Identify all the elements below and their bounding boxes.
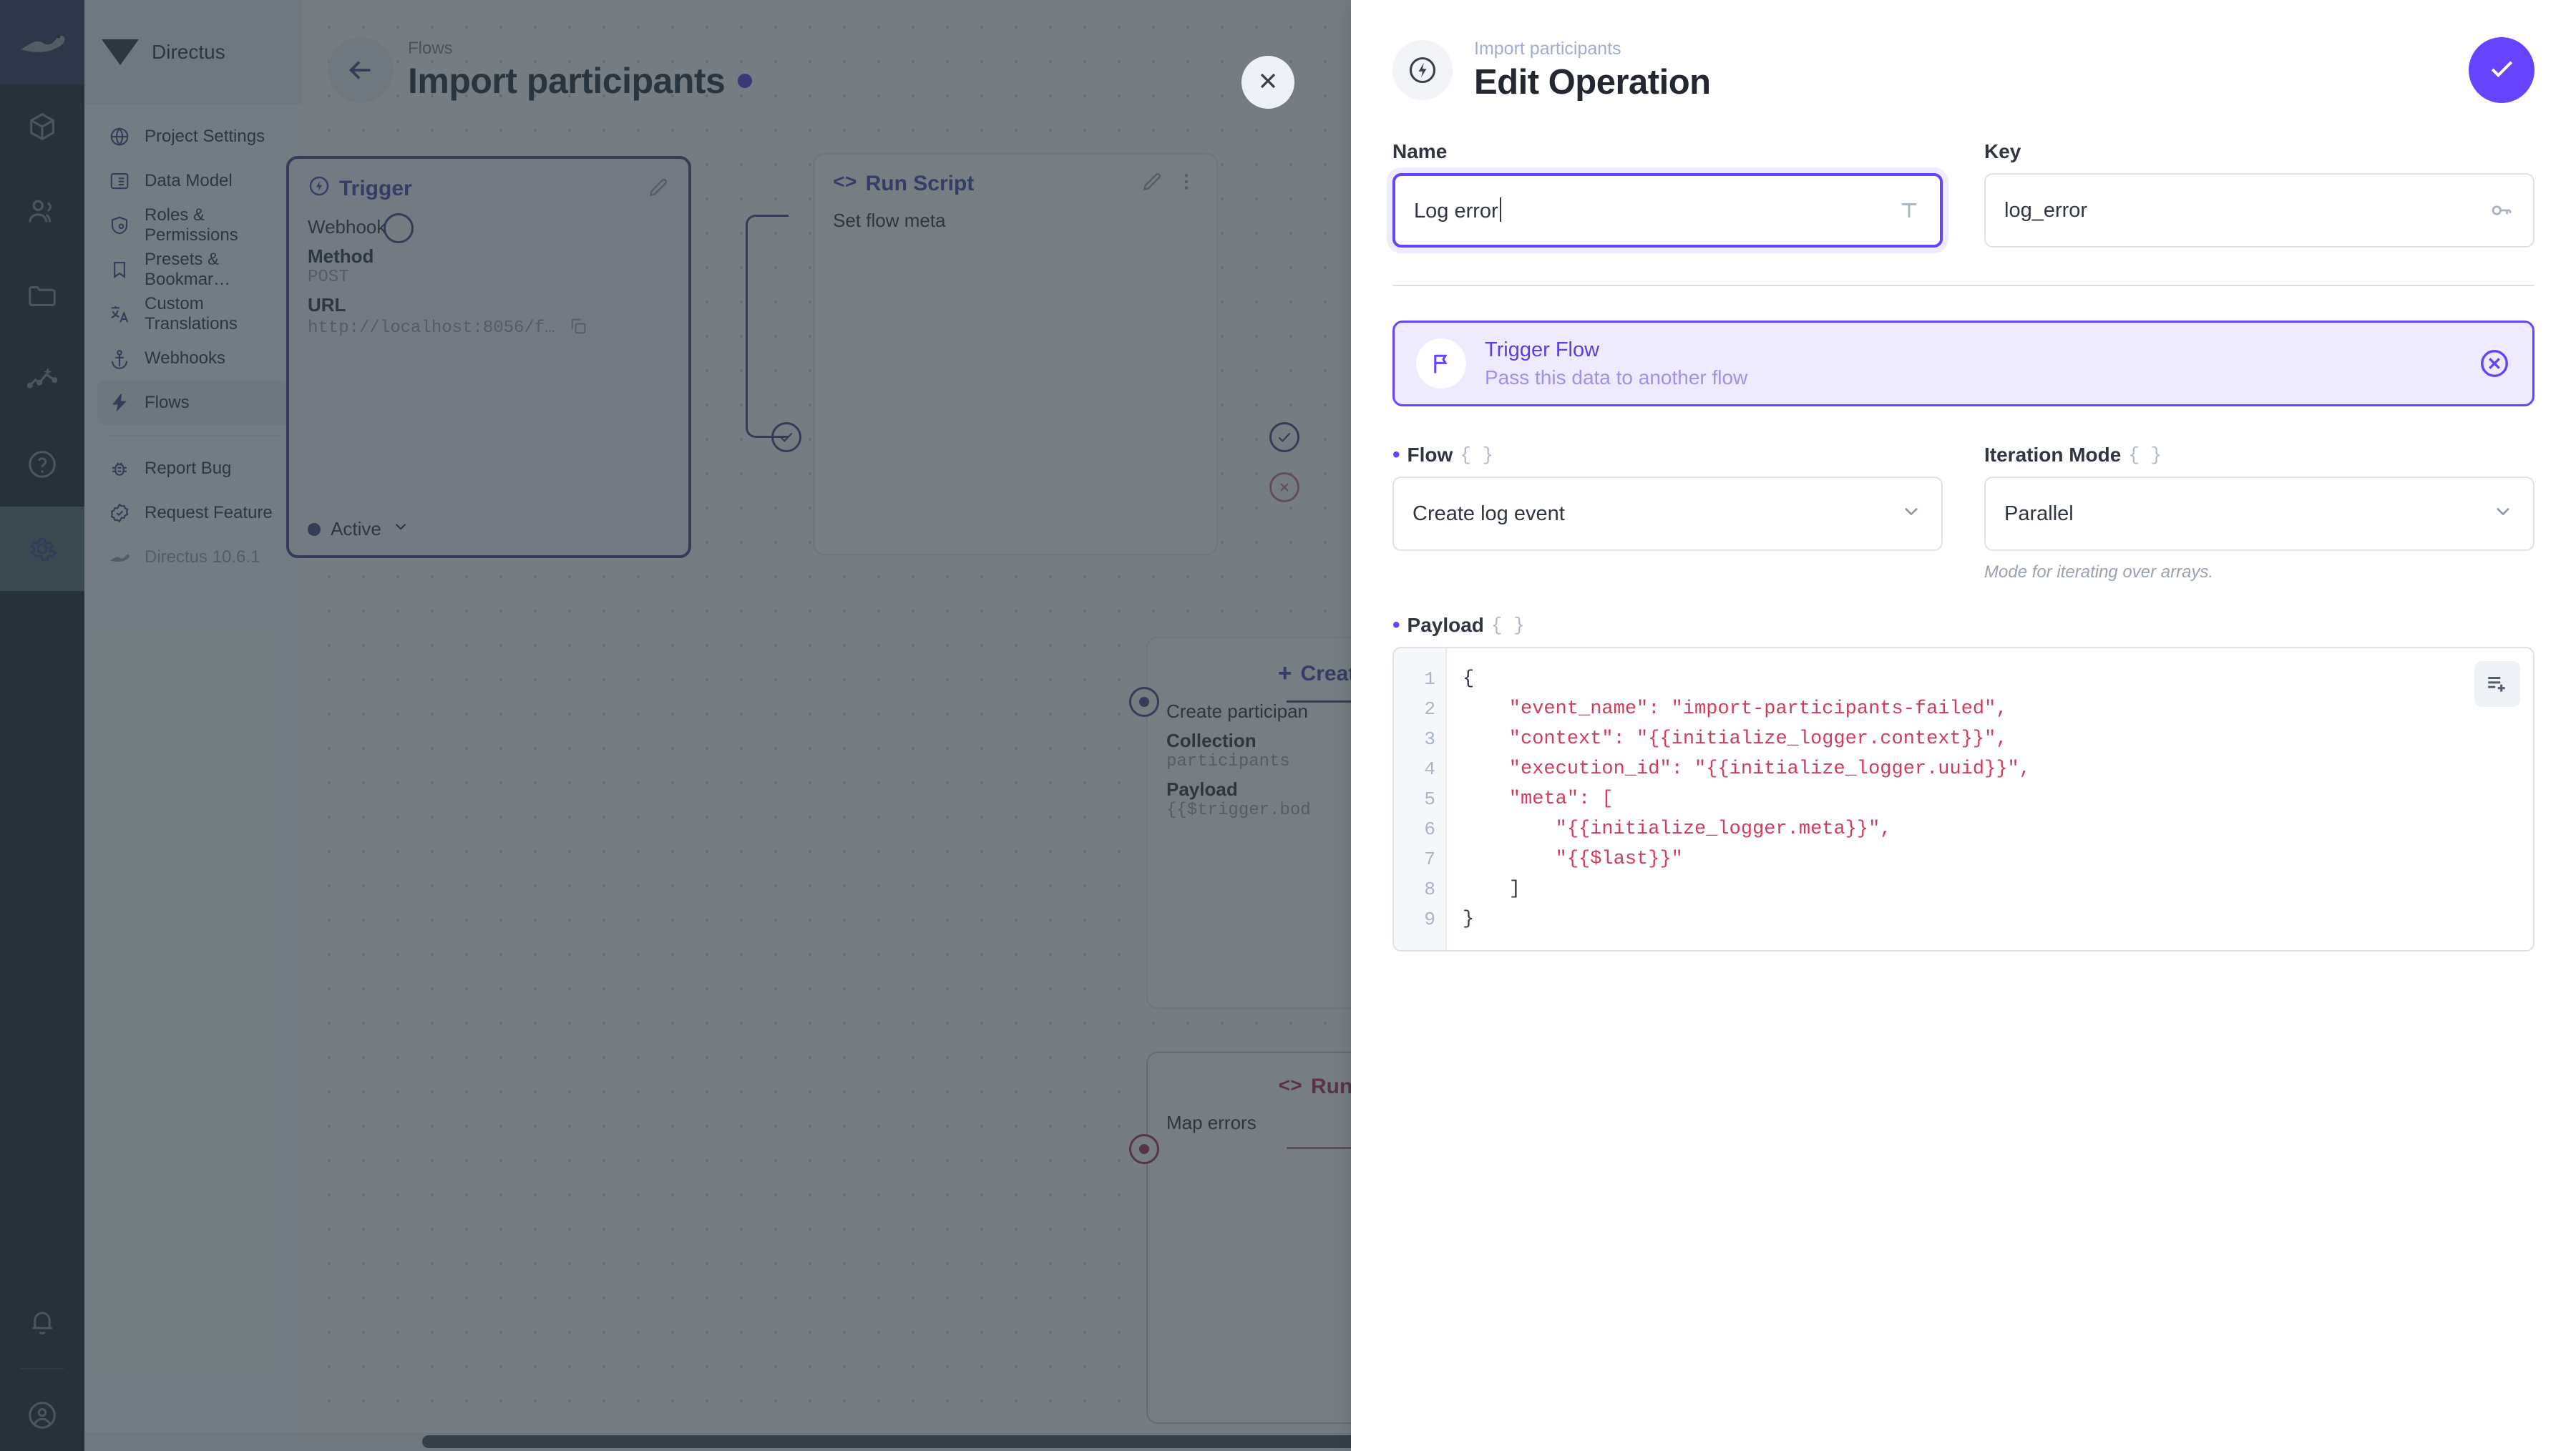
braces-icon: { } (1491, 615, 1525, 636)
flow-select[interactable]: Create log event (1392, 477, 1943, 551)
key-input-value: log_error (2004, 198, 2088, 222)
line-number: 8 (1424, 879, 1435, 900)
name-input-value: Log error (1414, 197, 1888, 223)
payload-code-editor[interactable]: 1 2 3 4 5 6 7 8 9 { "event_name": "impor… (1392, 647, 2534, 952)
iteration-mode-label: Iteration Mode { } (1984, 444, 2162, 466)
line-number: 3 (1424, 728, 1435, 750)
flow-select-value: Create log event (1413, 502, 1565, 525)
name-field-group: Name Log error (1392, 140, 1943, 248)
save-button[interactable] (2469, 37, 2534, 103)
flow-field-group: • Flow { } Create log event (1392, 444, 1943, 582)
trigger-flow-description: Pass this data to another flow (1485, 366, 1748, 389)
section-divider (1392, 285, 2534, 286)
code-line: "{{initialize_logger.meta}}", (1463, 819, 1892, 840)
name-input[interactable]: Log error (1392, 173, 1943, 248)
iteration-mode-hint: Mode for iterating over arrays. (1984, 562, 2214, 582)
payload-label: • Payload { } (1392, 613, 1525, 637)
code-line: ] (1463, 879, 1521, 900)
iteration-mode-field-group: Iteration Mode { } Parallel Mode for ite… (1984, 444, 2534, 582)
braces-icon: { } (2128, 444, 2162, 466)
chevron-down-icon (1900, 499, 1923, 528)
code-line: "{{$last}}" (1463, 849, 1683, 870)
key-input[interactable]: log_error (1984, 173, 2534, 248)
edit-operation-drawer: Import participants Edit Operation Name … (1351, 0, 2576, 1451)
line-number: 6 (1424, 819, 1435, 840)
drawer-header: Import participants Edit Operation (1392, 0, 2534, 140)
line-number: 7 (1424, 849, 1435, 870)
text-caret (1499, 197, 1501, 222)
required-indicator: • (1392, 443, 1400, 466)
code-line: "event_name": "import-participants-faile… (1463, 698, 2008, 720)
code-content[interactable]: { "event_name": "import-participants-fai… (1447, 648, 2533, 950)
trigger-flow-title: Trigger Flow (1485, 338, 1600, 361)
iteration-mode-select[interactable]: Parallel (1984, 477, 2534, 551)
close-icon (1255, 68, 1281, 97)
line-number: 4 (1424, 758, 1435, 780)
key-label: Key (1984, 140, 2021, 162)
line-number: 2 (1424, 698, 1435, 720)
code-line: { (1463, 668, 1475, 690)
iteration-mode-value: Parallel (2004, 502, 2074, 525)
key-icon[interactable] (2489, 197, 2514, 223)
code-line: "execution_id": "{{initialize_logger.uui… (1463, 758, 2031, 780)
close-drawer-button[interactable] (1241, 56, 1294, 109)
drawer-title: Edit Operation (1474, 62, 1711, 102)
code-line: } (1463, 909, 1475, 930)
flow-label: • Flow { } (1392, 443, 1494, 466)
text-format-icon[interactable] (1897, 198, 1921, 223)
cancel-circle-icon[interactable] (2478, 347, 2511, 380)
code-gutter: 1 2 3 4 5 6 7 8 9 (1394, 648, 1447, 950)
drawer-titles: Import participants Edit Operation (1474, 39, 2447, 102)
bolt-circle-icon (1392, 40, 1453, 100)
chevron-down-icon (2492, 499, 2514, 528)
flag-icon (1416, 338, 1466, 389)
required-indicator: • (1392, 613, 1400, 637)
code-line: "context": "{{initialize_logger.context}… (1463, 728, 2008, 750)
flow-iteration-row: • Flow { } Create log event Iteration Mo… (1392, 444, 2534, 582)
key-field-group: Key log_error (1984, 140, 2534, 248)
spacer (1392, 406, 2534, 444)
line-number: 1 (1424, 668, 1435, 690)
drawer-subtitle: Import participants (1474, 38, 1621, 59)
format-list-add-icon[interactable] (2474, 661, 2520, 707)
spacer (1392, 582, 2534, 614)
trigger-flow-texts: Trigger Flow Pass this data to another f… (1485, 338, 2459, 389)
code-line: "meta": [ (1463, 788, 1614, 810)
name-label: Name (1392, 140, 1448, 162)
braces-icon: { } (1460, 444, 1494, 466)
name-key-row: Name Log error Key log_error (1392, 140, 2534, 248)
trigger-flow-banner[interactable]: Trigger Flow Pass this data to another f… (1392, 321, 2534, 406)
check-icon (2486, 53, 2517, 88)
line-number: 9 (1424, 909, 1435, 930)
line-number: 5 (1424, 788, 1435, 810)
payload-field-group: • Payload { } 1 2 3 4 5 6 7 8 9 { "event… (1392, 614, 2534, 952)
